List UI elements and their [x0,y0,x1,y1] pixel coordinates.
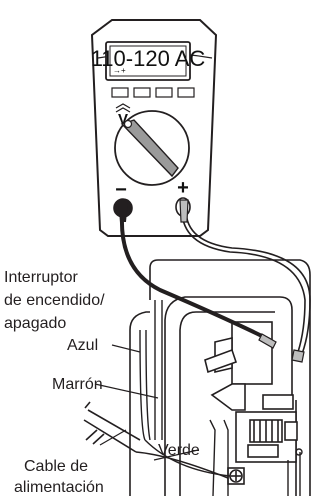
positive-terminal-sign: + [177,177,189,199]
label-green-wire: Verde [158,442,200,459]
red-lead-outline [181,209,306,353]
function-button-4[interactable] [177,87,195,98]
label-brown-wire: Marrón [52,376,103,393]
label-cable-line2: alimentación [14,479,104,496]
dial-label-v: V [118,111,128,128]
appliance-wires [139,300,303,496]
terminal-block [227,394,298,485]
power-cord [83,401,229,479]
leader-lines [94,344,199,461]
label-blue-wire: Azul [67,337,98,354]
probe-leads [118,199,311,363]
callout-labels: Interruptor de encendido/ apagado Azul M… [4,269,200,496]
label-switch-line2: de encendido/ [4,292,105,309]
black-lead [119,215,271,342]
lcd-screen [105,41,191,81]
function-button-3[interactable] [155,87,173,98]
label-cable-line1: Cable de [24,458,88,475]
function-button-1[interactable] [111,87,129,98]
display-reading: 110-120 AC [91,46,206,71]
multimeter: 110-120 AC →+ V − + [91,19,218,237]
function-button-2[interactable] [133,87,151,98]
diode-symbol: →+ [113,66,126,75]
label-switch-line3: apagado [4,315,66,332]
negative-terminal-sign: − [115,179,127,201]
label-switch-line1: Interruptor [4,269,78,286]
